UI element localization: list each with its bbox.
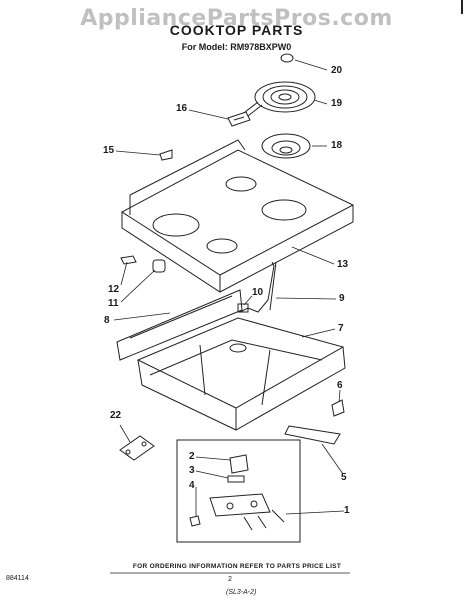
page-title: COOKTOP PARTS <box>169 22 304 38</box>
part-3-plate <box>227 475 245 483</box>
callout-1: 1 <box>344 505 350 516</box>
part-22-bracket <box>119 435 155 461</box>
callout-5: 5 <box>341 472 347 483</box>
callout-2: 2 <box>189 451 195 462</box>
callout-6: 6 <box>337 380 343 391</box>
part-1-switch-assembly <box>176 439 301 543</box>
callout-7: 7 <box>338 323 344 334</box>
doc-number: 884114 <box>6 575 29 582</box>
callout-18: 18 <box>331 140 343 151</box>
callout-10: 10 <box>252 287 264 298</box>
part-8-front-panel <box>116 289 243 361</box>
part-20-cap <box>280 53 294 63</box>
callout-22: 22 <box>110 410 122 421</box>
callout-19: 19 <box>331 98 343 109</box>
part-7-bottom-pan <box>136 317 346 431</box>
model-subtitle: For Model: RM978BXPW0 <box>181 42 292 52</box>
leader-lines <box>113 59 345 517</box>
part-9-rod <box>239 261 277 313</box>
callout-15: 15 <box>103 145 115 156</box>
handwritten-note: (SL3-A-2) <box>226 589 257 596</box>
callout-13: 13 <box>337 259 349 270</box>
part-5-strip <box>284 425 341 445</box>
page-number: 2 <box>228 576 232 583</box>
callout-9: 9 <box>339 293 345 304</box>
callout-16: 16 <box>176 103 188 114</box>
callout-8: 8 <box>104 315 110 326</box>
part-12-bracket <box>120 255 137 265</box>
part-10-clip <box>237 303 249 313</box>
callout-3: 3 <box>189 465 195 476</box>
callout-11: 11 <box>108 298 119 309</box>
part-18-drip-bowl <box>261 133 311 159</box>
callout-12: 12 <box>108 284 120 295</box>
part-19-surface-element <box>244 81 316 117</box>
part-6-clip <box>331 399 345 417</box>
part-11-grommet <box>152 259 166 273</box>
part-2-switch <box>229 454 249 474</box>
watermark: AppliancePartsPros.com <box>80 6 393 31</box>
ordering-info: FOR ORDERING INFORMATION REFER TO PARTS … <box>132 563 342 570</box>
callout-20: 20 <box>331 65 343 76</box>
part-13-cooktop <box>121 139 355 293</box>
part-4-bracket <box>189 515 201 527</box>
part-16-terminal-block <box>227 111 251 127</box>
part-15-clip <box>159 149 173 161</box>
callout-4: 4 <box>189 480 195 491</box>
